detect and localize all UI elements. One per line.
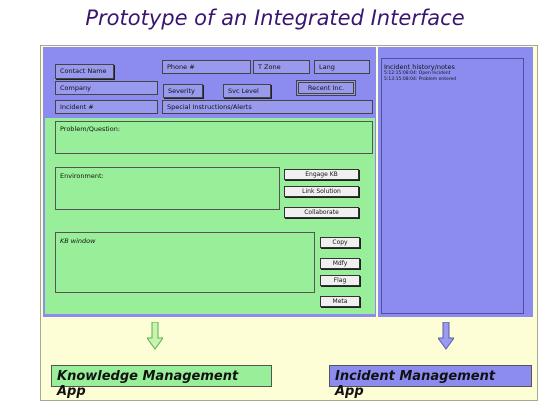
history-line: 5:13:15:08:04: Problem entered <box>384 77 457 82</box>
phone-field[interactable]: Phone # <box>162 60 251 74</box>
page-title: Prototype of an Integrated Interface <box>85 6 465 30</box>
special-instructions-field[interactable]: Special Instructions/Alerts <box>162 100 373 114</box>
flag-button[interactable]: Flag <box>320 275 360 286</box>
incident-management-app-label: Incident Management App <box>329 365 532 399</box>
contact-name-field[interactable]: Contact Name <box>55 64 114 79</box>
engage-kb-button[interactable]: Engage KB <box>284 169 359 180</box>
copy-button[interactable]: Copy <box>320 237 360 248</box>
company-field[interactable]: Company <box>55 81 158 95</box>
kb-window-label: KB window <box>60 237 96 245</box>
tzone-field[interactable]: T Zone <box>253 60 310 74</box>
down-arrow-icon <box>147 322 163 350</box>
down-arrow-icon <box>438 322 454 350</box>
knowledge-management-app-label: Knowledge Management App <box>51 365 272 399</box>
meta-button[interactable]: Meta <box>320 296 360 307</box>
kb-window[interactable]: KB window <box>55 232 315 293</box>
collaborate-button[interactable]: Collaborate <box>284 207 359 218</box>
recent-inc-label: Recent Inc. <box>298 82 354 94</box>
modify-button[interactable]: Mdfy <box>320 258 360 269</box>
svc-level-field[interactable]: Svc Level <box>223 84 271 98</box>
link-solution-button[interactable]: Link Solution <box>284 186 359 197</box>
history-line: 5:12:15:08:04: Open Incident <box>384 71 451 76</box>
incident-number-field[interactable]: Incident # <box>55 100 158 114</box>
problem-question-box[interactable]: Problem/Question: <box>55 121 373 154</box>
severity-field[interactable]: Severity <box>163 84 203 98</box>
problem-label: Problem/Question: <box>60 125 121 133</box>
environment-label: Environment: <box>60 172 104 180</box>
lang-field[interactable]: Lang <box>314 60 370 74</box>
history-title: Incident history/notes <box>384 63 455 71</box>
history-notes-box[interactable] <box>381 58 524 314</box>
environment-box[interactable]: Environment: <box>55 167 280 210</box>
recent-inc-button[interactable]: Recent Inc. <box>296 80 356 96</box>
